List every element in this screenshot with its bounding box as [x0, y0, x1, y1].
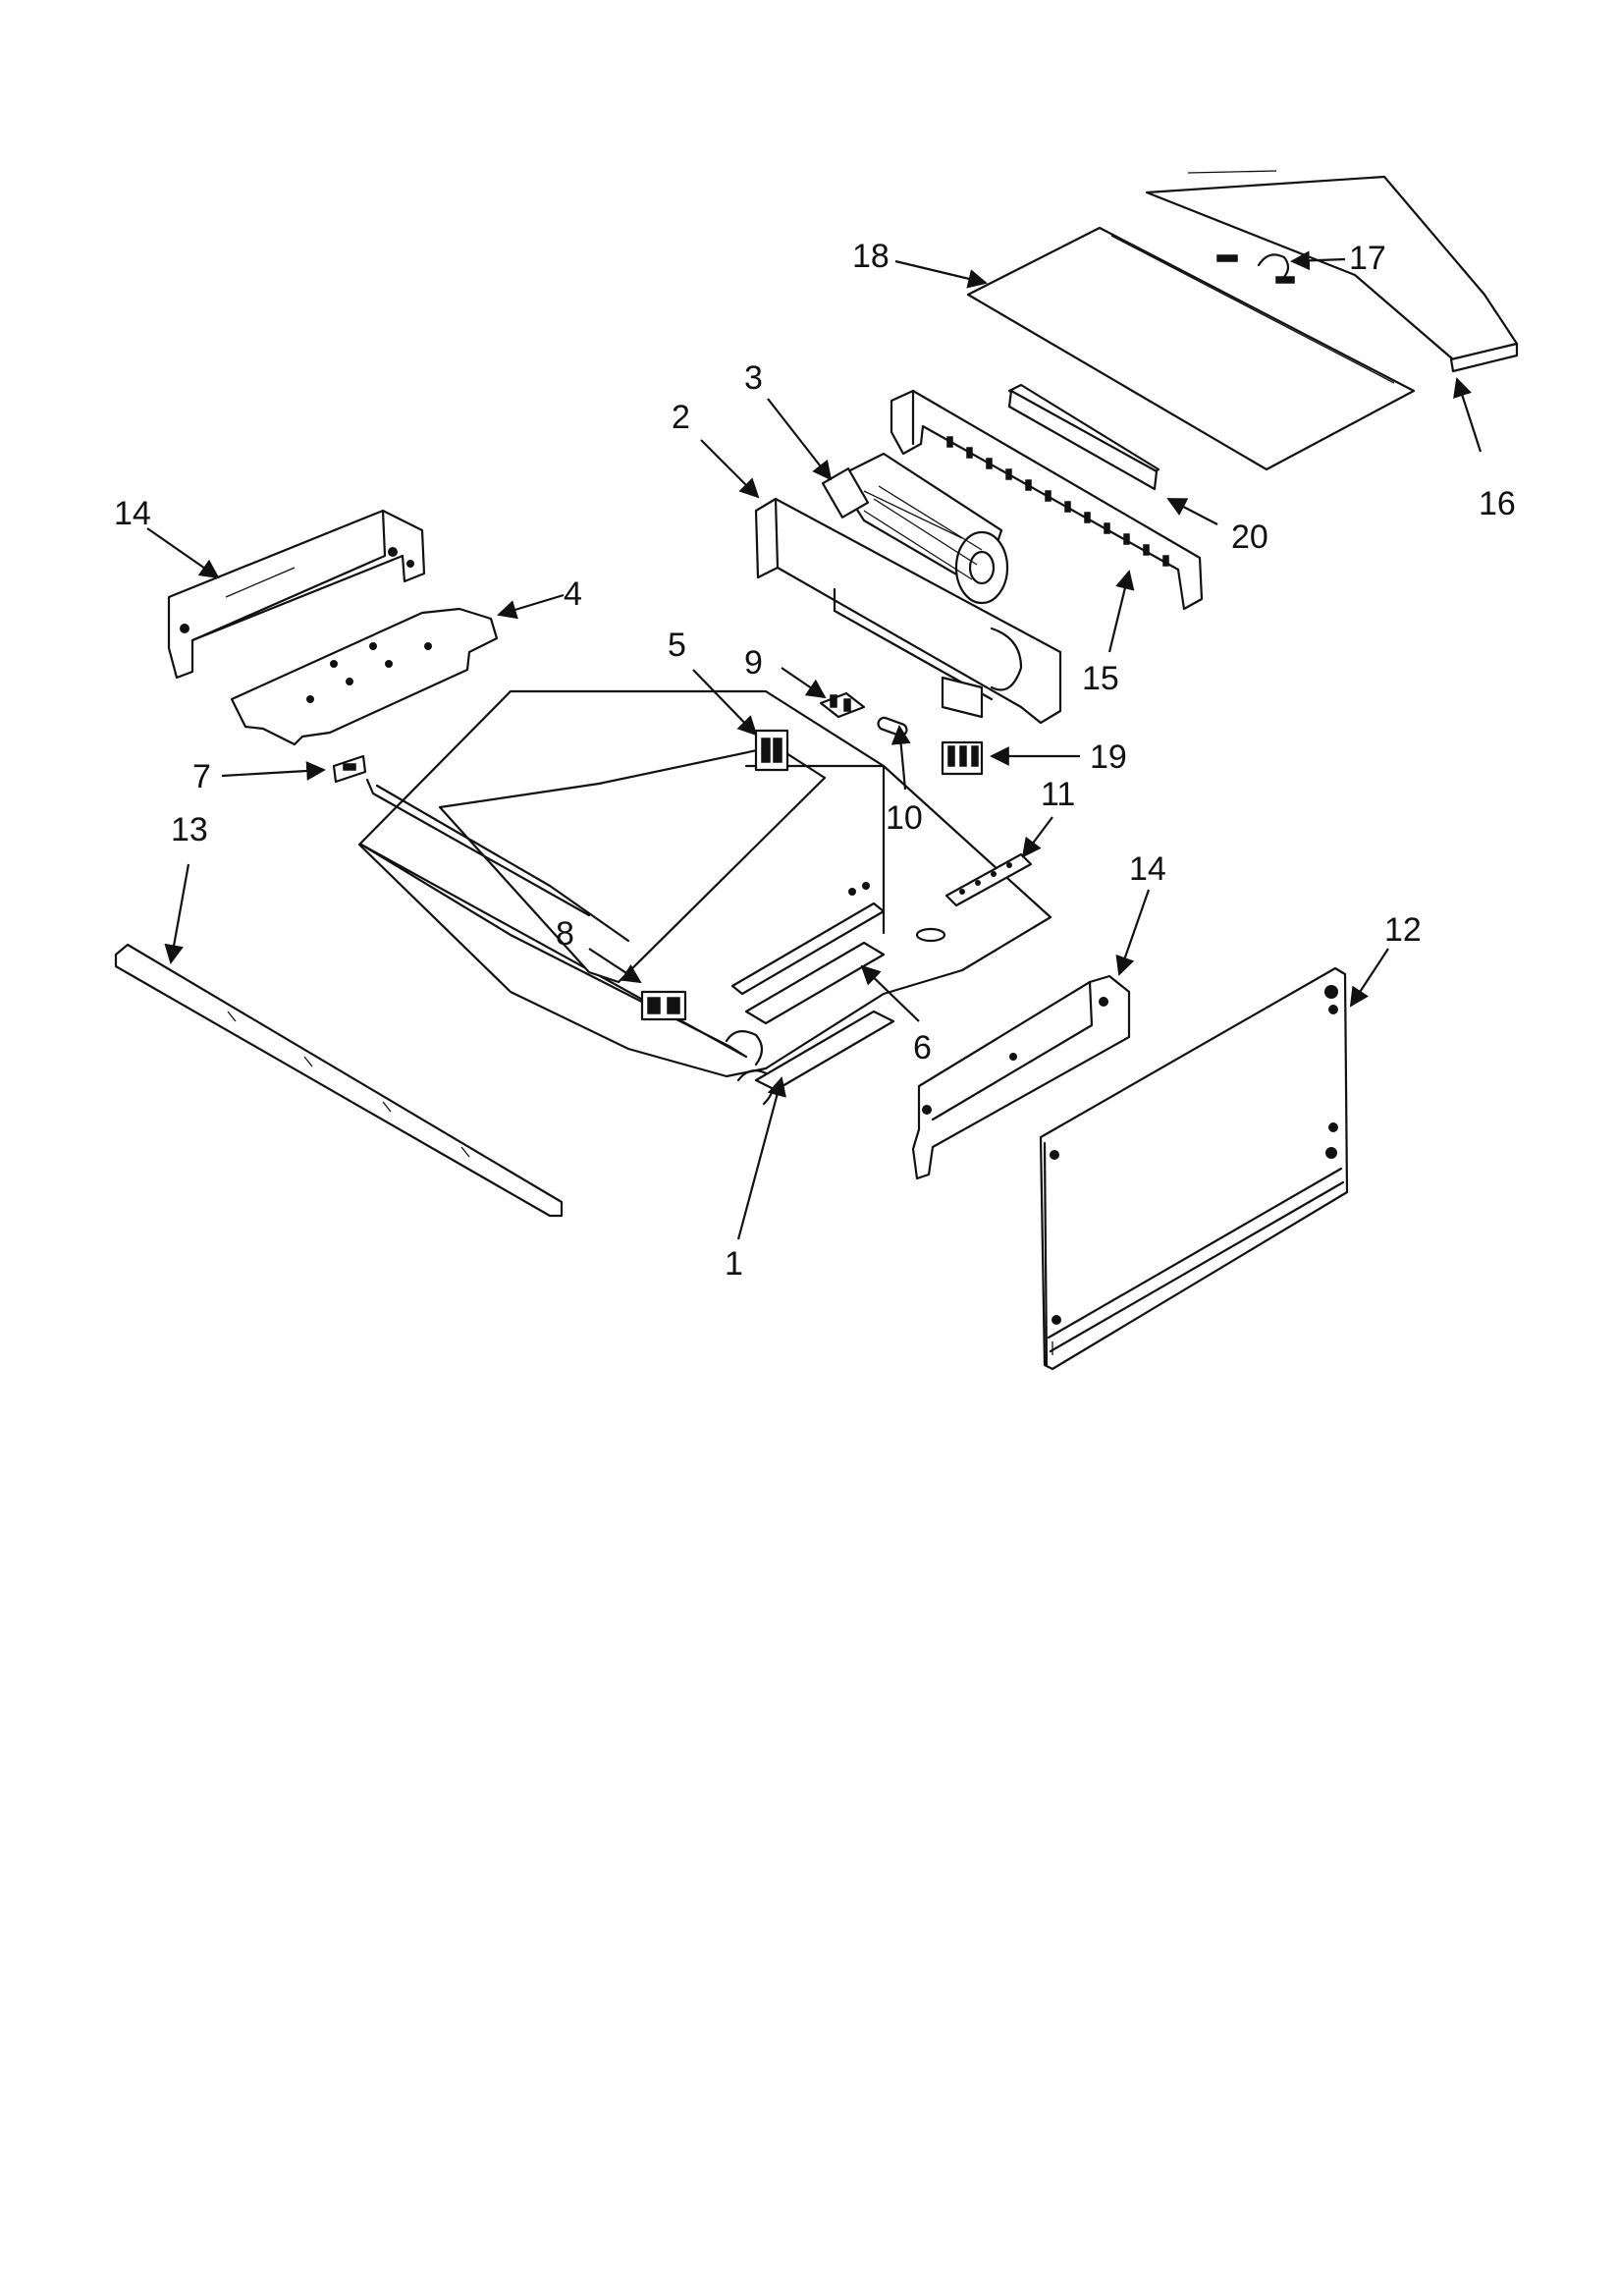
callout-5: 5	[668, 627, 686, 664]
leader-2	[700, 439, 760, 499]
part-14-left-side-bracket	[167, 509, 426, 680]
leader-1	[736, 1076, 786, 1240]
leader-9	[781, 667, 827, 699]
callout-4: 4	[564, 575, 582, 613]
leader-17	[1290, 250, 1346, 271]
callout-19: 19	[1090, 738, 1127, 776]
callout-17: 17	[1349, 240, 1386, 277]
callout-10: 10	[886, 799, 923, 837]
leader-20	[1166, 498, 1218, 525]
part-5-terminal-block	[754, 729, 789, 772]
leader-8	[588, 948, 642, 984]
callout-18: 18	[852, 238, 890, 275]
part-16-top-panel	[1145, 170, 1519, 373]
callout-labels: 18 17 16 20 15 3 2 14 4 5 9 10 19 11 7 1…	[114, 238, 1516, 1283]
part-18-top-cover	[966, 226, 1416, 471]
callout-1: 1	[725, 1245, 743, 1283]
leader-14a	[146, 527, 220, 579]
part-3-blower-fan	[821, 452, 1009, 605]
callout-6: 6	[913, 1029, 932, 1066]
part-12-side-panel	[1039, 966, 1349, 1371]
leader-3	[767, 398, 833, 481]
part-10-fuse	[877, 716, 908, 738]
callout-13: 13	[171, 811, 208, 848]
callout-20: 20	[1231, 519, 1268, 556]
callout-7: 7	[192, 758, 211, 795]
leader-14b	[1115, 889, 1151, 976]
callout-15: 15	[1082, 660, 1119, 697]
callout-2: 2	[672, 399, 690, 436]
callout-3: 3	[744, 359, 763, 397]
leader-5	[692, 669, 758, 737]
leader-16	[1453, 377, 1483, 453]
part-19-relay	[941, 740, 984, 776]
part-9-switch	[819, 691, 866, 719]
part-8-connector	[640, 990, 687, 1021]
part-20-gasket	[1007, 383, 1160, 491]
part-2-fan-bracket	[754, 497, 1062, 725]
part-14-right-side-bracket	[911, 974, 1131, 1180]
callout-12: 12	[1384, 911, 1422, 949]
callout-14-right: 14	[1129, 850, 1166, 888]
leader-18	[894, 259, 988, 289]
leader-12	[1349, 948, 1389, 1008]
callout-9: 9	[744, 644, 763, 682]
callout-16: 16	[1479, 485, 1516, 522]
callout-14-left: 14	[114, 495, 151, 532]
part-17-clamp	[1216, 253, 1295, 284]
leader-6	[860, 964, 920, 1022]
leader-lines	[146, 250, 1483, 1240]
part-7-clip	[332, 754, 367, 784]
part-4-bottom-plate	[230, 607, 499, 746]
part-6-rail	[730, 902, 886, 996]
leader-10	[890, 725, 911, 791]
leader-4	[497, 593, 565, 620]
leader-13	[164, 863, 190, 964]
leader-11	[1021, 816, 1053, 858]
callout-8: 8	[556, 915, 574, 953]
leader-7	[221, 761, 326, 781]
part-15-rear-bracket	[890, 389, 1204, 611]
part-11-terminal-strip	[944, 852, 1033, 907]
leader-15	[1107, 570, 1135, 653]
part-13-front-trim	[114, 943, 564, 1218]
callout-11: 11	[1041, 776, 1075, 813]
